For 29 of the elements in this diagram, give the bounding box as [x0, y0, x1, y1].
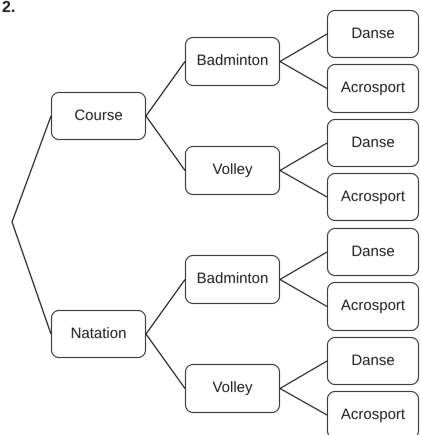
choice-box: Danse	[327, 228, 419, 276]
connector-line	[280, 33, 328, 62]
connector-line	[280, 251, 328, 280]
choice-box: Badminton	[185, 37, 280, 86]
connector-line	[146, 334, 186, 389]
connector-line	[280, 360, 328, 390]
choice-box: Danse	[327, 337, 419, 385]
connector-line	[280, 142, 328, 172]
choice-box: Volley	[185, 364, 280, 413]
connector-line	[11, 116, 52, 222]
connector-line	[11, 222, 52, 334]
connector-line	[280, 170, 328, 198]
choice-box: Natation	[51, 310, 146, 358]
connector-line	[146, 61, 186, 116]
connector-line	[280, 388, 328, 416]
connector-line	[280, 278, 328, 308]
connector-line	[146, 279, 186, 334]
connector-line	[146, 116, 186, 171]
choice-box: Course	[51, 92, 146, 140]
connector-line	[280, 60, 328, 90]
choice-box: Badminton	[185, 255, 280, 304]
choice-box: Acrosport	[327, 173, 419, 221]
choice-box: Acrosport	[327, 391, 419, 435]
choice-box: Volley	[185, 146, 280, 195]
question-number: 2.	[2, 0, 16, 16]
choice-box: Danse	[327, 119, 419, 167]
choice-box: Acrosport	[327, 64, 419, 113]
choice-box: Danse	[327, 10, 419, 58]
choice-box: Acrosport	[327, 282, 419, 331]
